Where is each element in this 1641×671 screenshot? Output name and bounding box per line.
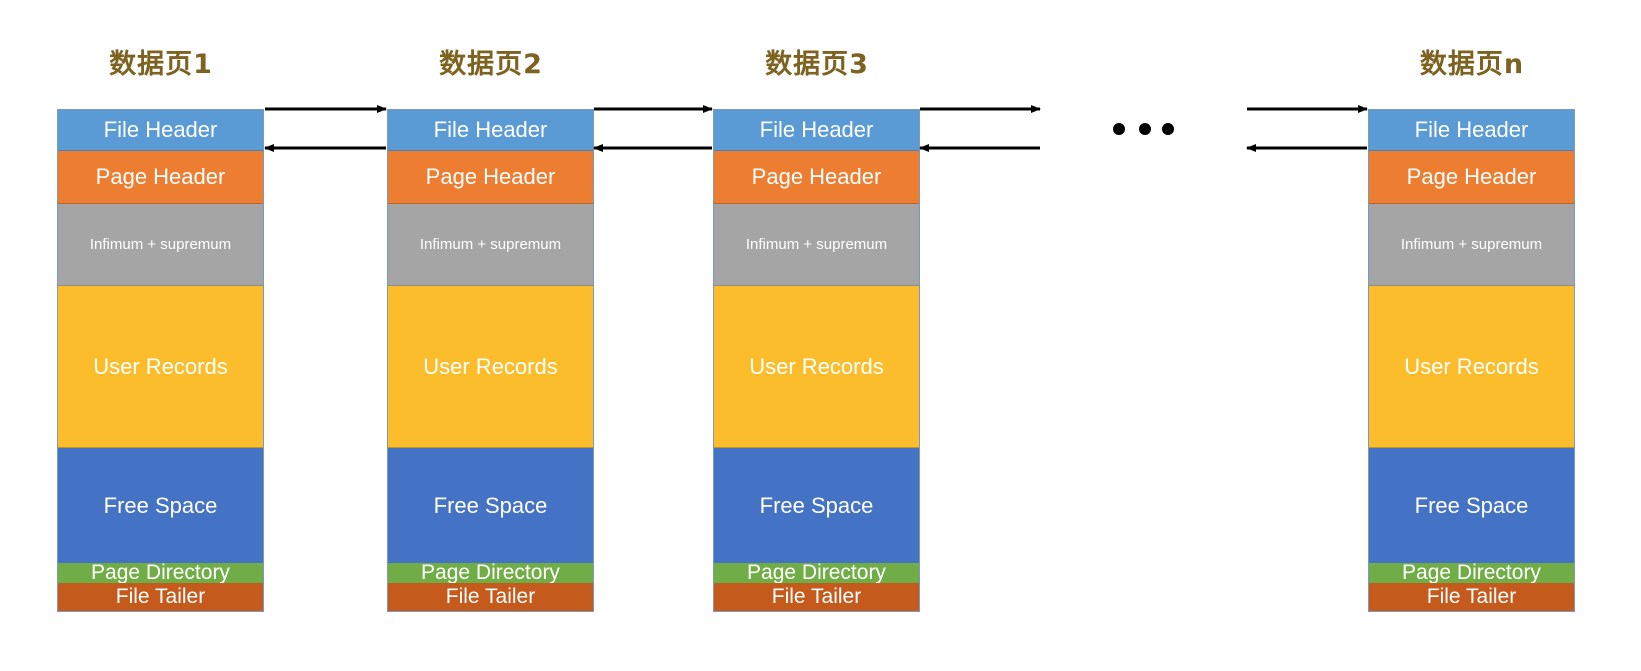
ellipsis-dot <box>1113 123 1125 135</box>
page-header: Page Header <box>1369 151 1574 204</box>
file-trailer: File Tailer <box>1369 583 1574 611</box>
data-page-3: File Header Page Header Infimum + suprem… <box>713 109 920 612</box>
data-page-2: File Header Page Header Infimum + suprem… <box>387 109 594 612</box>
ellipsis-dots <box>1113 123 1174 135</box>
free-space: Free Space <box>58 448 263 563</box>
file-header: File Header <box>388 110 593 151</box>
infimum-supremum: Infimum + supremum <box>388 204 593 286</box>
page-directory: Page Directory <box>388 561 593 584</box>
page-header: Page Header <box>714 151 919 204</box>
data-page-1: File Header Page Header Infimum + suprem… <box>57 109 264 612</box>
page-directory: Page Directory <box>58 561 263 584</box>
user-records: User Records <box>58 286 263 448</box>
page-header: Page Header <box>58 151 263 204</box>
file-trailer: File Tailer <box>58 583 263 611</box>
page-directory: Page Directory <box>1369 561 1574 584</box>
file-header: File Header <box>714 110 919 151</box>
ellipsis-dot <box>1139 123 1151 135</box>
free-space: Free Space <box>1369 448 1574 563</box>
page-title-n: 数据页n <box>1419 49 1525 80</box>
page-header: Page Header <box>388 151 593 204</box>
page-title-3: 数据页3 <box>765 49 869 80</box>
file-trailer: File Tailer <box>388 583 593 611</box>
file-header: File Header <box>58 110 263 151</box>
data-page-n: File Header Page Header Infimum + suprem… <box>1368 109 1575 612</box>
page-title-1: 数据页1 <box>109 49 213 80</box>
ellipsis-dot <box>1162 123 1174 135</box>
infimum-supremum: Infimum + supremum <box>58 204 263 286</box>
file-trailer: File Tailer <box>714 583 919 611</box>
file-header: File Header <box>1369 110 1574 151</box>
user-records: User Records <box>714 286 919 448</box>
free-space: Free Space <box>714 448 919 563</box>
page-title-2: 数据页2 <box>439 49 543 80</box>
user-records: User Records <box>1369 286 1574 448</box>
free-space: Free Space <box>388 448 593 563</box>
infimum-supremum: Infimum + supremum <box>714 204 919 286</box>
user-records: User Records <box>388 286 593 448</box>
page-directory: Page Directory <box>714 561 919 584</box>
infimum-supremum: Infimum + supremum <box>1369 204 1574 286</box>
